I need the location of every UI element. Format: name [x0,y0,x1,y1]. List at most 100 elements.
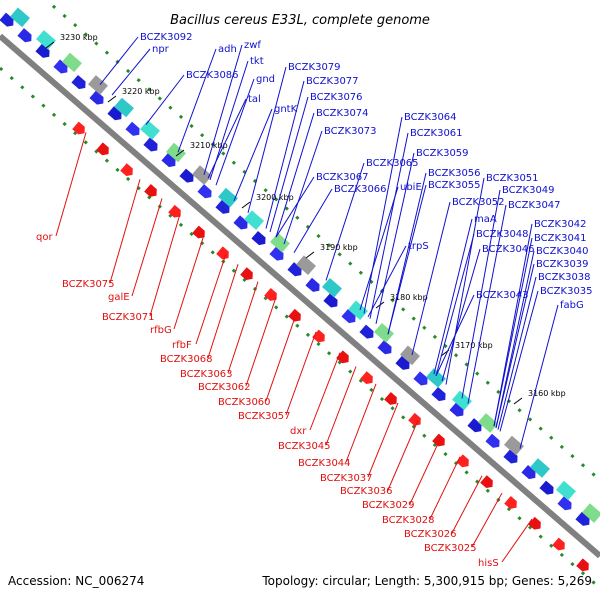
forward-gene [233,215,248,230]
kbp-tick-label: 3230 kbp [60,33,98,42]
gene-label-reverse: BCZK3036 [340,486,393,497]
gene-label-reverse: dxr [290,426,307,437]
feature-block [192,165,212,185]
feature-block [478,413,498,433]
feature-block [244,210,264,230]
gene-label-reverse: rfbG [150,325,172,336]
feature-block [218,187,238,208]
gene-label-forward: maA [474,214,497,225]
gene-label-forward: BCZK3040 [536,246,589,257]
forward-label-leader [207,98,247,179]
gene-label-reverse: qor [36,232,53,243]
gene-label-forward: BCZK3064 [404,112,457,123]
forward-label-leader [99,36,139,85]
gene-label-forward: tal [248,94,261,105]
feature-block [452,390,472,411]
forward-label-leader [177,48,217,153]
gene-label-reverse: rfbF [172,340,192,351]
feature-block [400,345,420,366]
kbp-tick-mark [175,149,185,157]
forward-label-leader [325,162,365,281]
reverse-gene [408,412,421,426]
forward-label-leader [265,80,305,229]
kbp-tick-label: 3170 kbp [455,341,493,350]
reverse-label-leader [227,281,259,374]
feature-block [10,7,30,28]
feature-block [530,458,550,478]
gene-label-forward: BCZK3039 [536,259,589,270]
forward-label-leader [387,184,427,335]
feature-block [36,30,56,50]
forward-gene [251,230,266,246]
gene-label-forward: BCZK3077 [306,76,359,87]
reverse-label-leader [387,420,419,491]
forward-label-leader [293,188,333,254]
forward-label-leader [275,176,315,238]
reverse-gene [336,350,349,364]
forward-label-leader [461,189,501,399]
forward-gene [179,168,194,183]
reverse-gene [456,454,469,468]
reverse-label-leader [451,475,483,534]
reverse-gene [192,225,205,239]
reverse-gene [264,288,277,301]
forward-label-leader [493,237,533,427]
reverse-label-leader [131,198,163,297]
forward-gene [467,418,482,433]
reverse-label-leader [109,179,141,284]
gene-label-forward: BCZK3059 [416,148,469,159]
gene-label-forward: BCZK3049 [502,185,555,196]
reverse-label-leader [367,402,399,478]
gene-label-reverse: BCZK3075 [62,279,115,290]
forward-label-leader [435,233,475,376]
gene-label-forward: BCZK3066 [334,184,387,195]
forward-label-leader [375,152,415,324]
reverse-gene [72,121,85,135]
forward-gene [197,184,212,199]
reverse-gene [312,329,325,343]
gene-label-forward: BCZK3073 [324,126,377,137]
forward-gene [557,496,572,511]
gene-label-forward: BCZK3061 [410,128,463,139]
gene-label-reverse: BCZK3071 [102,312,155,323]
reverse-label-leader [55,132,87,237]
gene-label-forward: BCZK3092 [140,32,193,43]
gene-label-forward: BCZK3038 [538,272,591,283]
gene-label-reverse: BCZK3026 [404,529,457,540]
gene-label-forward: gntK [274,104,298,115]
feature-block [114,97,134,118]
gene-label-forward: BCZK3042 [534,219,587,230]
forward-gene [89,90,104,105]
gene-label-forward: gnd [256,74,275,85]
reverse-gene [576,558,589,572]
gene-label-forward: BCZK3074 [316,108,369,119]
forward-label-leader [445,177,485,385]
forward-label-leader [269,96,309,233]
reverse-label-leader [429,456,461,520]
accession-text: Accession: NC_006274 [8,574,144,588]
reverse-label-leader [173,234,205,330]
kbp-tick-label: 3180 kbp [390,293,428,302]
gene-label-forward: BCZK3041 [534,233,587,244]
forward-gene [431,386,446,402]
reverse-label-leader [471,492,503,548]
reverse-gene [480,475,493,489]
gene-label-reverse: BCZK3044 [298,458,351,469]
forward-gene [17,28,32,43]
gene-label-forward: BCZK3065 [366,158,419,169]
reverse-gene [240,267,253,281]
label-leader-lines [55,36,559,563]
feature-block [426,368,446,388]
forward-label-leader [247,66,287,214]
feature-block [270,232,290,253]
forward-gene [359,324,374,339]
forward-label-leader [519,304,559,449]
reverse-label-leader [325,366,357,446]
forward-label-leader [433,218,473,375]
forward-label-leader [359,186,399,311]
reverse-label-leader [501,518,533,563]
gene-label-forward: BCZK3048 [476,229,529,240]
reverse-gene [120,163,133,177]
